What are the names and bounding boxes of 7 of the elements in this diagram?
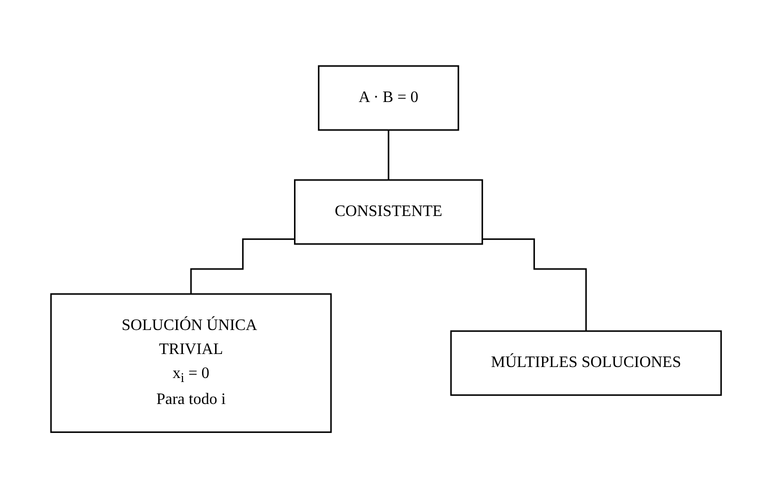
- node-box: MÚLTIPLES SOLUCIONES: [450, 330, 722, 396]
- connector: [388, 129, 390, 181]
- node-box: A · B = 0: [318, 65, 460, 131]
- node-box: CONSISTENTE: [294, 179, 484, 245]
- connector: [482, 238, 588, 332]
- node-box: SOLUCIÓN ÚNICA TRIVIAL x$_{i}$ = 0 Para todo i: [50, 293, 332, 433]
- connector: [190, 238, 296, 295]
